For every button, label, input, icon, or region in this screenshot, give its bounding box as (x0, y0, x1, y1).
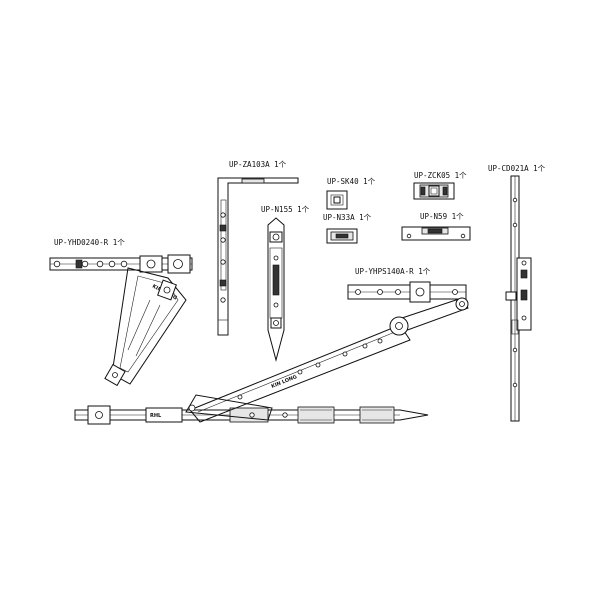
stamp-brand-2: KIN LONG (271, 374, 298, 390)
label-sk40: UP-SK40 1个 (327, 177, 376, 186)
label-yhd0240r: UP-YHD0240-R 1个 (54, 238, 125, 247)
part-cd021a (505, 175, 532, 422)
label-yhps140ar: UP-YHPS140A-R 1个 (355, 267, 431, 276)
label-n155: UP-N155 1个 (261, 205, 310, 214)
part-n155 (267, 217, 285, 362)
part-sk40 (326, 190, 348, 210)
part-n33a (326, 228, 358, 244)
stamp-plate: RHL (150, 413, 162, 419)
label-zck05: UP-ZCK05 1个 (414, 171, 467, 180)
part-zck05 (413, 182, 455, 200)
part-yhd0240r: KIN LONG (49, 254, 193, 387)
part-yhps140ar: RHL KIN LONG (74, 281, 469, 425)
label-n33a: UP-N33A 1个 (323, 213, 372, 222)
part-n59 (401, 226, 471, 241)
label-za103a: UP-ZA103A 1个 (229, 160, 287, 169)
part-za103a (217, 177, 299, 336)
label-n59: UP-N59 1个 (420, 212, 464, 221)
label-cd021a: UP-CD021A 1个 (488, 164, 546, 173)
